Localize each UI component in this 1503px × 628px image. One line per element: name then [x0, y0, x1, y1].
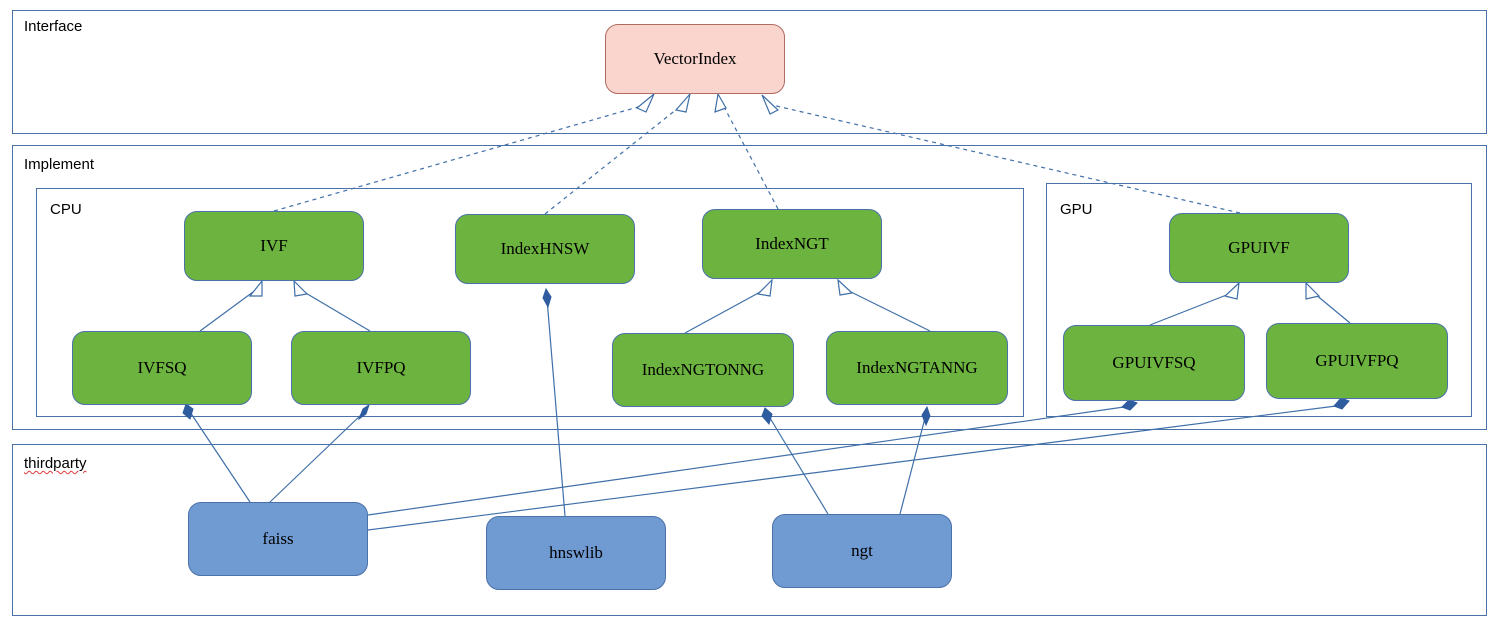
node-indexngt[interactable]: IndexNGT — [702, 209, 882, 279]
node-indexngtanng[interactable]: IndexNGTANNG — [826, 331, 1008, 405]
node-indexngt-label: IndexNGT — [755, 233, 829, 253]
group-implement-label: Implement — [24, 156, 95, 173]
node-indexngtonng[interactable]: IndexNGTONNG — [612, 333, 794, 407]
node-gpuivf[interactable]: GPUIVF — [1169, 213, 1349, 283]
group-gpu-label: GPU — [1060, 201, 1093, 218]
node-gpuivfpq[interactable]: GPUIVFPQ — [1266, 323, 1448, 399]
node-ivfpq-label: IVFPQ — [356, 357, 406, 377]
node-gpuivfsq-label: GPUIVFSQ — [1112, 352, 1196, 372]
node-ngt[interactable]: ngt — [772, 514, 952, 588]
node-hnswlib[interactable]: hnswlib — [486, 516, 666, 590]
node-indexhnsw-label: IndexHNSW — [500, 238, 590, 258]
node-ivfpq[interactable]: IVFPQ — [291, 331, 471, 405]
node-indexngtanng-label: IndexNGTANNG — [856, 357, 978, 377]
group-thirdparty-label: thirdparty — [24, 455, 87, 472]
group-interface-label: Interface — [24, 18, 83, 35]
node-vectorindex[interactable]: VectorIndex — [605, 24, 785, 94]
node-ivfsq[interactable]: IVFSQ — [72, 331, 252, 405]
group-cpu-label: CPU — [50, 201, 82, 218]
node-hnswlib-label: hnswlib — [549, 542, 603, 562]
node-indexhnsw[interactable]: IndexHNSW — [455, 214, 635, 284]
node-ivf-label: IVF — [260, 235, 288, 255]
node-vectorindex-label: VectorIndex — [653, 48, 737, 68]
node-ivfsq-label: IVFSQ — [137, 357, 187, 377]
node-ivf[interactable]: IVF — [184, 211, 364, 281]
node-gpuivfsq[interactable]: GPUIVFSQ — [1063, 325, 1245, 401]
node-faiss-label: faiss — [262, 528, 294, 548]
node-indexngtonng-label: IndexNGTONNG — [641, 359, 765, 379]
node-gpuivf-label: GPUIVF — [1228, 237, 1290, 257]
node-faiss[interactable]: faiss — [188, 502, 368, 576]
node-gpuivfpq-label: GPUIVFPQ — [1315, 350, 1399, 370]
node-ngt-label: ngt — [851, 540, 873, 560]
